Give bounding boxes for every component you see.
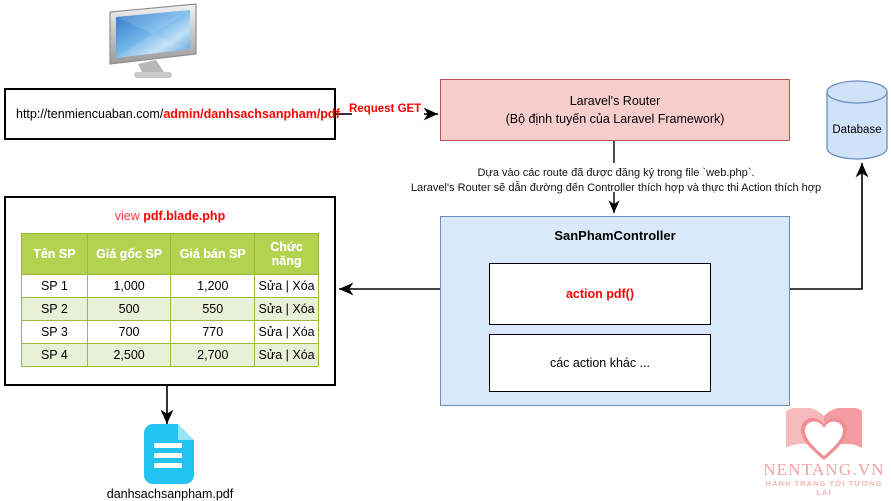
- table-cell-actions[interactable]: Sửa | Xóa: [254, 274, 319, 298]
- controller-title: SanPhamController: [554, 228, 676, 243]
- product-table: Tên SP Giá gốc SP Giá bán SP Chức năng S…: [21, 233, 319, 367]
- table-row: SP 3 700 770 Sửa | Xóa: [21, 320, 319, 344]
- table-cell: SP 4: [21, 343, 88, 367]
- request-get-label: Request GET: [349, 103, 422, 115]
- database-icon: [826, 80, 888, 160]
- table-cell-actions[interactable]: Sửa | Xóa: [254, 320, 319, 344]
- view-title-prefix: view: [114, 209, 144, 223]
- url-text: http://tenmiencuaban.com/admin/danhsachs…: [6, 107, 340, 121]
- table-cell: SP 3: [21, 320, 88, 344]
- table-cell: 770: [170, 320, 256, 344]
- table-header-cell: Giá gốc SP: [86, 233, 172, 275]
- laravel-router-box[interactable]: Laravel's Router (Bộ định tuyến của Lara…: [440, 79, 790, 141]
- action-other-label: các action khác ...: [549, 356, 651, 370]
- logo-tagline: HÀNH TRANG TỚI TƯƠNG LAI: [765, 479, 883, 497]
- route-note: Dựa vào các route đã được đăng ký trong …: [390, 166, 842, 196]
- route-note-line1: Dựa vào các route đã được đăng ký trong …: [477, 167, 755, 179]
- table-cell: 700: [86, 320, 172, 344]
- view-blade-box[interactable]: view pdf.blade.php Tên SP Giá gốc SP Giá…: [4, 196, 336, 386]
- pdf-file-icon[interactable]: [140, 424, 196, 484]
- url-prefix: http://tenmiencuaban.com/: [16, 107, 164, 121]
- table-header-cell: Chức năng: [254, 233, 319, 275]
- nentang-logo: NENTANG.VN HÀNH TRANG TỚI TƯƠNG LAI: [757, 406, 891, 500]
- table-cell-actions[interactable]: Sửa | Xóa: [254, 343, 319, 367]
- table-cell: SP 2: [21, 297, 88, 321]
- book-heart-icon: [786, 406, 862, 460]
- action-pdf-label: action pdf(): [565, 287, 635, 301]
- sanpham-controller-box[interactable]: SanPhamController action pdf() các actio…: [440, 216, 790, 406]
- table-cell: 2,500: [86, 343, 172, 367]
- table-header-cell: Giá bán SP: [170, 233, 256, 275]
- table-header-cell: Tên SP: [21, 233, 88, 275]
- url-address-box[interactable]: http://tenmiencuaban.com/admin/danhsachs…: [4, 88, 340, 140]
- router-title: Laravel's Router: [569, 94, 661, 108]
- action-other-box[interactable]: các action khác ...: [489, 334, 711, 392]
- table-cell: SP 1: [21, 274, 88, 298]
- router-subtitle: (Bộ định tuyến của Laravel Framework): [505, 112, 725, 126]
- table-cell: 2,700: [170, 343, 256, 367]
- route-note-line2: Laravel's Router sẽ dẫn đường đến Contro…: [410, 182, 822, 194]
- table-cell: 1,000: [86, 274, 172, 298]
- table-row: SP 4 2,500 2,700 Sửa | Xóa: [21, 343, 319, 367]
- view-title-file: pdf.blade.php: [143, 209, 226, 223]
- view-title: view pdf.blade.php: [6, 209, 334, 223]
- table-cell: 550: [170, 297, 256, 321]
- logo-name: NENTANG.VN: [763, 460, 885, 479]
- table-row: SP 2 500 550 Sửa | Xóa: [21, 297, 319, 321]
- database-label: Database: [832, 124, 882, 136]
- monitor-icon: [109, 3, 197, 78]
- table-row: SP 1 1,000 1,200 Sửa | Xóa: [21, 274, 319, 298]
- action-pdf-box[interactable]: action pdf(): [489, 263, 711, 325]
- pdf-file-label: danhsachsanpham.pdf: [106, 487, 234, 501]
- table-cell-actions[interactable]: Sửa | Xóa: [254, 297, 319, 321]
- table-cell: 500: [86, 297, 172, 321]
- table-header-row: Tên SP Giá gốc SP Giá bán SP Chức năng: [21, 233, 319, 275]
- url-highlight: admin/danhsachsanpham/pdf: [163, 107, 340, 121]
- database-cylinder[interactable]: Database: [826, 80, 888, 160]
- table-cell: 1,200: [170, 274, 256, 298]
